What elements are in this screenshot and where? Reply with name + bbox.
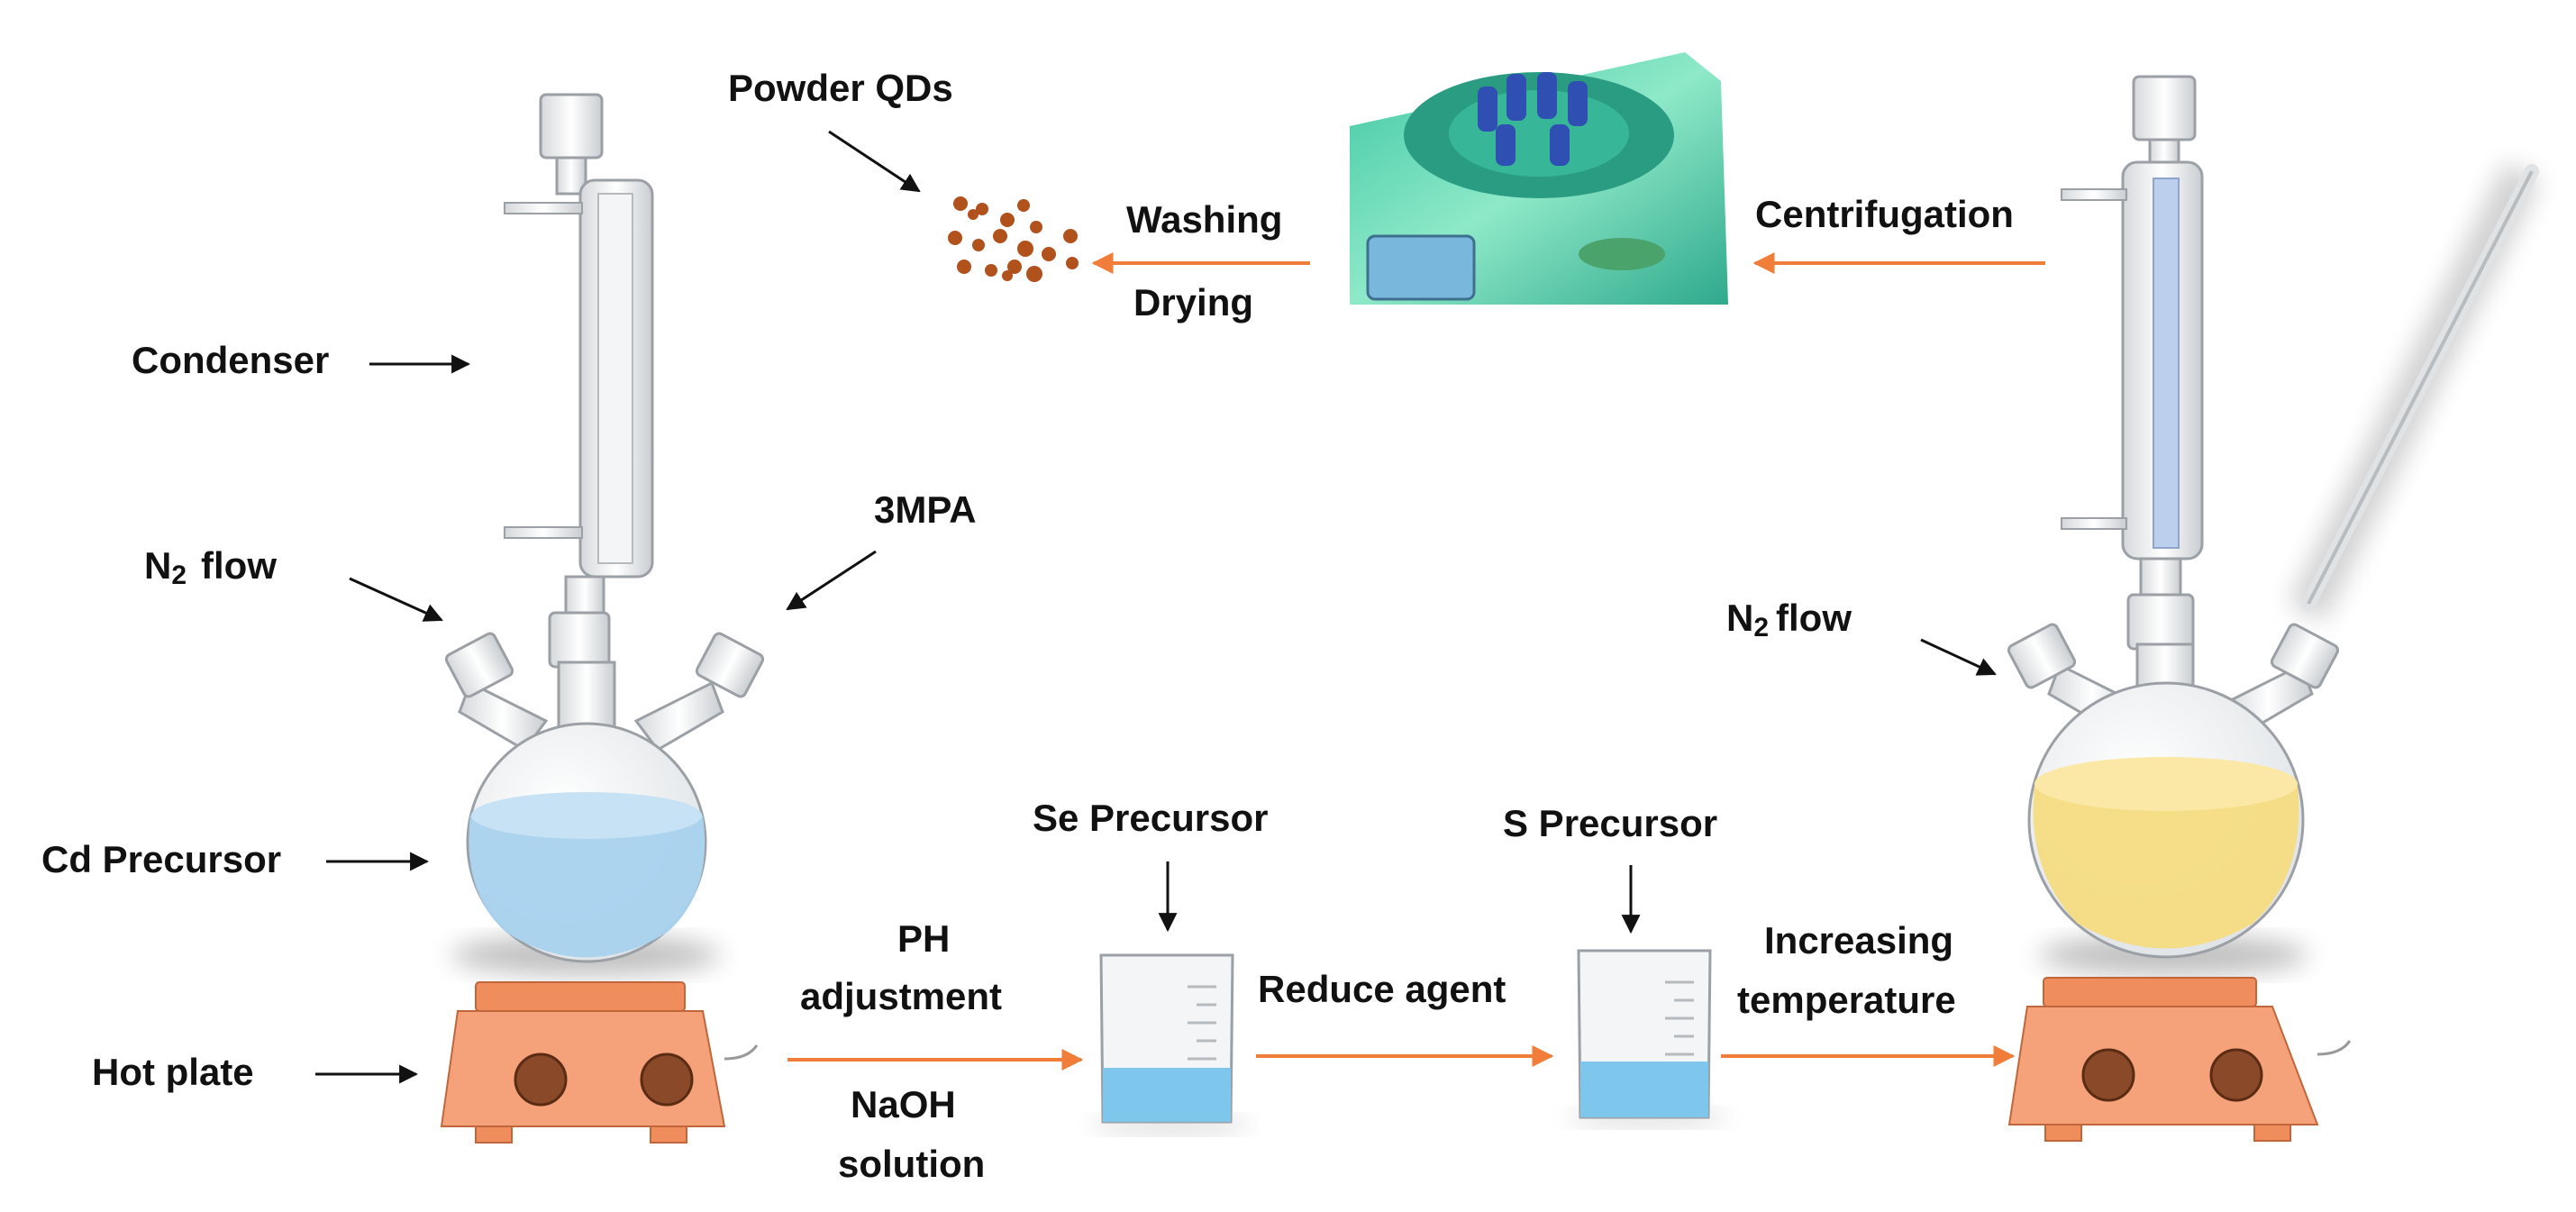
ph-line2-label: adjustment (800, 975, 1002, 1017)
n2-subscript: 2 (1753, 613, 1769, 642)
powder-qds-icon (948, 196, 1079, 282)
beaker-icon (1090, 953, 1252, 1134)
hot-plate-icon (2007, 977, 2352, 1142)
n2-symbol: N (1726, 597, 1753, 639)
washing-label: Washing (1126, 198, 1282, 241)
hot-plate-icon (440, 981, 759, 1144)
three-neck-flask-icon (444, 632, 765, 975)
hot-plate-label: Hot plate (92, 1051, 254, 1093)
cd-precursor-label: Cd Precursor (41, 838, 281, 880)
three-mpa-arrow (786, 550, 877, 611)
ph-line1-label: PH (897, 917, 950, 960)
n2-flow-right-arrow (1920, 638, 1997, 676)
condenser-icon (504, 93, 654, 669)
powder-qds-label: Powder QDs (728, 67, 953, 109)
condenser-icon (2061, 75, 2204, 651)
increasing-line1-label: Increasing (1764, 919, 1953, 961)
naoh-line1-label: NaOH (851, 1083, 956, 1125)
naoh-line2-label: solution (838, 1143, 985, 1185)
flow-word: flow (1776, 597, 1852, 639)
n2-flow-left-label: N2 flow (144, 544, 277, 590)
beaker-icon (1566, 949, 1728, 1126)
centrifugation-label: Centrifugation (1755, 193, 2014, 235)
n2-flow-left-arrow (349, 577, 443, 622)
se-precursor-label: Se Precursor (1033, 797, 1268, 839)
three-mpa-label: 3MPA (874, 488, 977, 531)
flow-word: flow (201, 544, 277, 587)
reduce-agent-label: Reduce agent (1258, 968, 1506, 1010)
three-neck-flask-icon (2007, 623, 2340, 975)
n2-subscript: 2 (171, 560, 187, 590)
condenser-label: Condenser (132, 339, 329, 381)
thermometer-icon (2289, 162, 2541, 622)
drying-label: Drying (1133, 281, 1253, 324)
s-precursor-label: S Precursor (1503, 802, 1717, 844)
centrifuge-icon (1350, 52, 1728, 305)
n2-symbol: N (144, 544, 171, 587)
powder-qds-arrow (828, 130, 921, 193)
increasing-line2-label: temperature (1737, 979, 1956, 1021)
